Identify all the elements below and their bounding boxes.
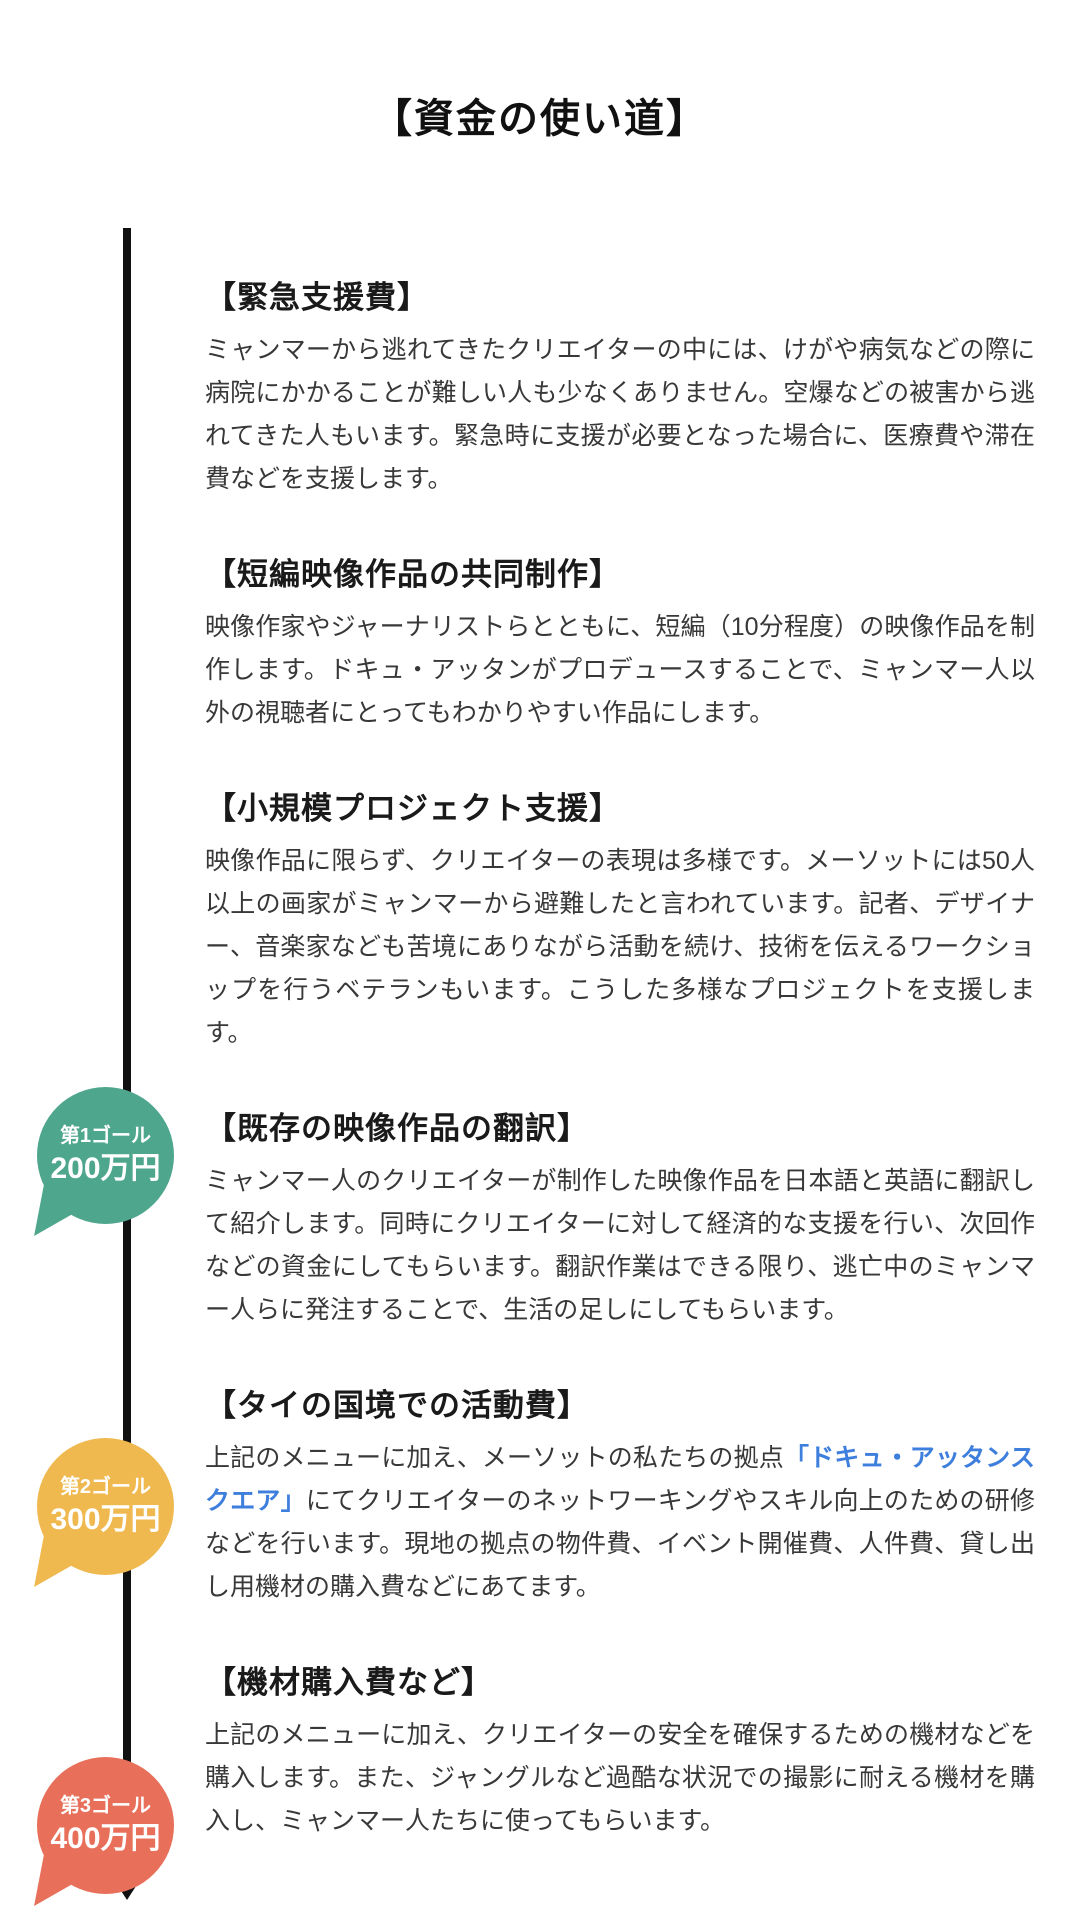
goal-badge-3: 第3ゴール 400万円: [34, 1757, 174, 1906]
goal-badge-2: 第2ゴール 300万円: [34, 1438, 174, 1587]
section-body: 映像作品に限らず、クリエイターの表現は多様です。メーソットには50人以上の画家が…: [205, 847, 1035, 1047]
section-small-project-support: 【小規模プロジェクト支援】 映像作品に限らず、クリエイターの表現は多様です。メー…: [205, 783, 1035, 1055]
goal-label: 第2ゴール: [59, 1476, 152, 1498]
section-heading: 【短編映像作品の共同制作】: [205, 557, 621, 592]
goal-bubble: 第1ゴール 200万円: [37, 1087, 174, 1224]
section-short-film-coproduction: 【短編映像作品の共同制作】 映像作家やジャーナリストらとともに、短編（10分程度…: [205, 549, 1035, 735]
goal-label: 第1ゴール: [59, 1125, 152, 1147]
goal-amount: 300万円: [50, 1503, 161, 1536]
section-heading: 【機材購入費など】: [205, 1665, 493, 1700]
goal-amount: 400万円: [50, 1822, 161, 1855]
goal-amount: 200万円: [50, 1152, 161, 1185]
section-heading: 【タイの国境での活動費】: [205, 1388, 589, 1423]
section-body: 上記のメニューに加え、メーソットの私たちの拠点「ドキュ・アッタンスクエア」にてク…: [205, 1437, 1035, 1609]
section-emergency-support: 【緊急支援費】 ミャンマーから逃れてきたクリエイターの中には、けがや病気などの際…: [205, 272, 1035, 501]
section-body: ミャンマー人のクリエイターが制作した映像作品を日本語と英語に翻訳して紹介します。…: [205, 1167, 1035, 1324]
body-text-after: にてクリエイターのネットワーキングやスキル向上のための研修などを行います。現地の…: [205, 1487, 1035, 1601]
docu-athan-square-link[interactable]: 「ドキュ・アッタンスクエア」: [205, 1444, 1035, 1515]
body-text-before: 上記のメニューに加え、メーソットの私たちの拠点: [205, 1444, 784, 1472]
page-title: 【資金の使い道】: [372, 97, 708, 141]
section-body: 映像作家やジャーナリストらとともに、短編（10分程度）の映像作品を制作します。ド…: [205, 613, 1035, 727]
timeline-line: [123, 228, 131, 1862]
section-heading: 【既存の映像作品の翻訳】: [205, 1111, 589, 1146]
goal-bubble: 第2ゴール 300万円: [37, 1438, 174, 1575]
section-heading: 【緊急支援費】: [205, 280, 429, 315]
section-body: ミャンマーから逃れてきたクリエイターの中には、けがや病気などの際に病院にかかるこ…: [205, 336, 1035, 493]
goal-label: 第3ゴール: [59, 1795, 152, 1817]
section-body: 上記のメニューに加え、クリエイターの安全を確保するための機材などを購入します。ま…: [205, 1721, 1035, 1835]
section-heading: 【小規模プロジェクト支援】: [205, 791, 621, 826]
section-translation: 第1ゴール 200万円 【既存の映像作品の翻訳】 ミャンマー人のクリエイターが制…: [34, 1087, 1035, 1332]
content-column: 【緊急支援費】 ミャンマーから逃れてきたクリエイターの中には、けがや病気などの際…: [34, 272, 1035, 1906]
section-equipment-purchase: 第3ゴール 400万円 【機材購入費など】 上記のメニューに加え、クリエイターの…: [34, 1657, 1035, 1906]
goal-badge-1: 第1ゴール 200万円: [34, 1087, 174, 1236]
goal-bubble: 第3ゴール 400万円: [37, 1757, 174, 1894]
section-thai-border-activities: 第2ゴール 300万円 【タイの国境での活動費】 上記のメニューに加え、メーソッ…: [34, 1380, 1035, 1609]
